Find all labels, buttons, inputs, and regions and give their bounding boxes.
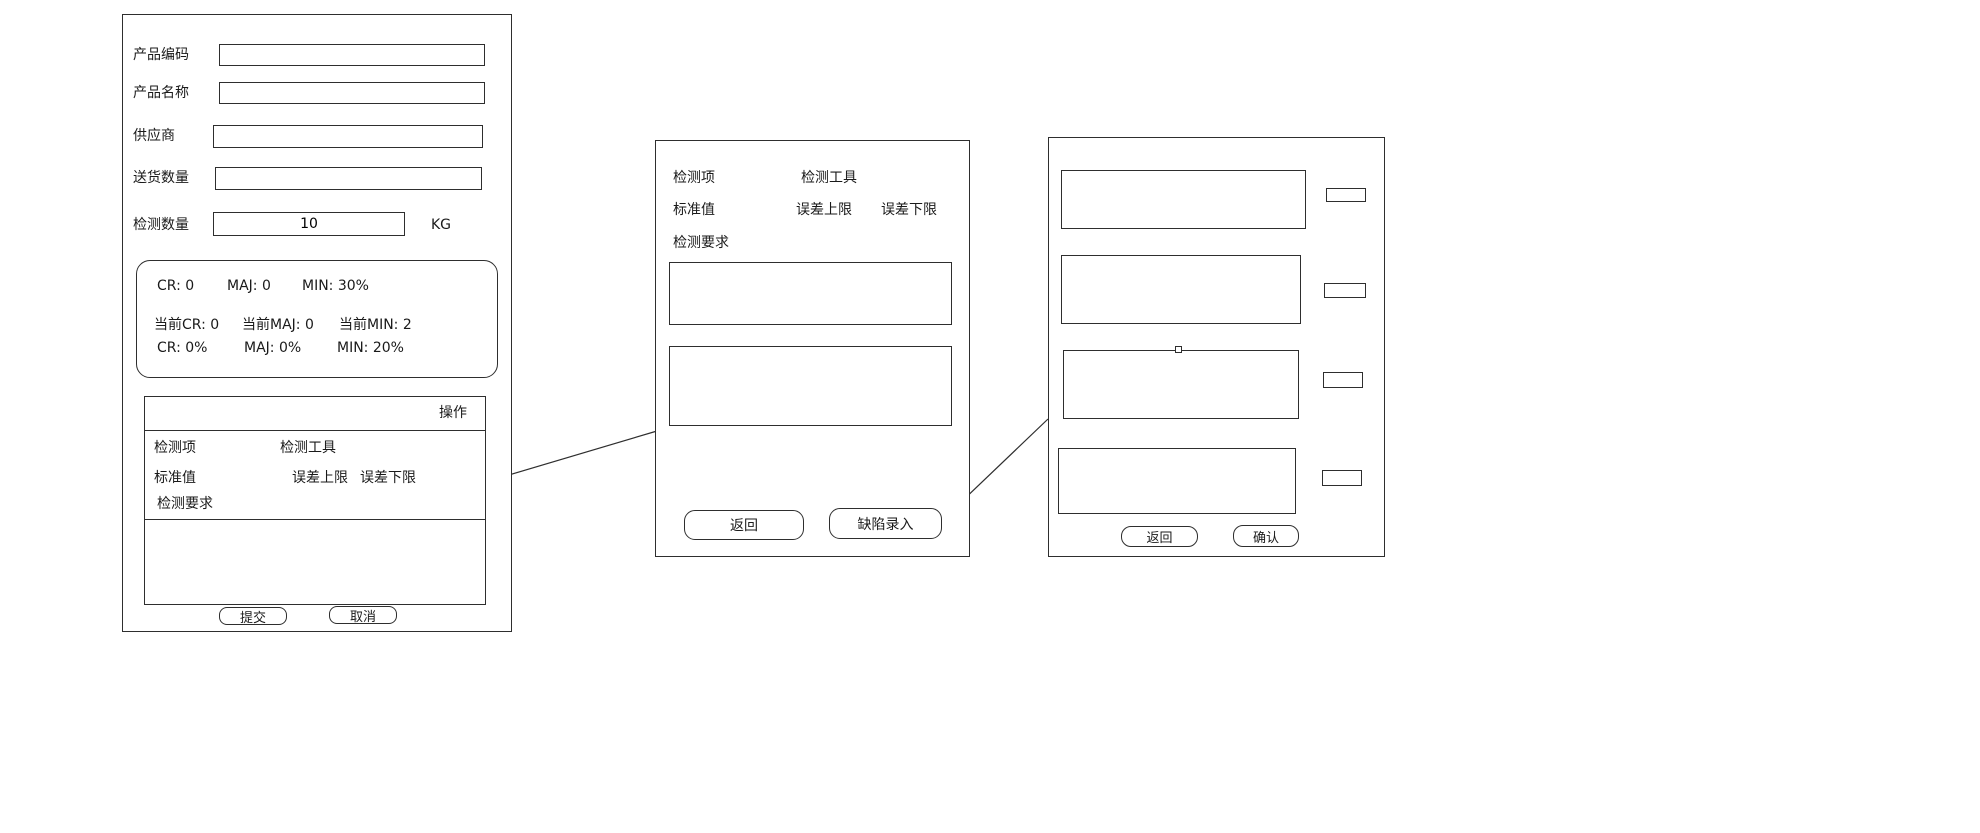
table-requirement-divider [145,519,485,520]
inspection-detail-panel: 检测项 检测工具 标准值 误差上限 误差下限 检测要求 返回 缺陷录入 [655,140,970,557]
detail-tool-label: 检测工具 [801,170,857,186]
detail-standard-label: 标准值 [673,202,715,218]
requirement-textarea-1[interactable] [669,262,952,325]
stat-maj: MAJ: 0 [227,278,271,294]
selection-handle [1175,346,1182,353]
product-name-label: 产品名称 [133,85,189,101]
stat-cur-cr: 当前CR: 0 [154,317,220,333]
product-code-label: 产品编码 [133,47,189,63]
cancel-button[interactable]: 取消 [329,606,397,625]
delivery-qty-input[interactable] [215,167,482,190]
supplier-input[interactable] [213,125,483,148]
table-lower-limit-label: 误差下限 [360,470,416,486]
table-action-header: 操作 [439,405,467,421]
table-standard-label: 标准值 [154,470,196,486]
stat-min: MIN: 30% [302,278,369,294]
stat-maj-pct: MAJ: 0% [244,340,302,356]
side-button-3[interactable] [1323,372,1363,388]
detail-item-label: 检测项 [673,170,715,186]
stat-cr: CR: 0 [157,278,195,294]
defect-textarea-2[interactable] [1061,255,1301,324]
detail-lower-limit-label: 误差下限 [881,202,937,218]
inspect-qty-input[interactable] [213,212,405,236]
inspect-qty-label: 检测数量 [133,217,189,233]
back-button[interactable]: 返回 [1121,526,1198,547]
stat-min-pct: MIN: 20% [337,340,404,356]
defect-textarea-3[interactable] [1063,350,1299,419]
defect-textarea-4[interactable] [1058,448,1296,514]
table-upper-limit-label: 误差上限 [292,470,348,486]
submit-button[interactable]: 提交 [219,607,287,626]
side-button-4[interactable] [1322,470,1362,486]
stat-cur-min: 当前MIN: 2 [339,317,412,333]
delivery-qty-label: 送货数量 [133,170,189,186]
table-requirement-label: 检测要求 [157,496,213,512]
inspect-qty-unit: KG [431,217,452,233]
product-code-input[interactable] [219,44,485,66]
confirm-button[interactable]: 确认 [1233,525,1299,547]
product-form-panel: 产品编码 产品名称 供应商 送货数量 检测数量 KG CR: 0 MAJ: 0 … [122,14,512,632]
side-button-1[interactable] [1326,188,1366,202]
requirement-textarea-2[interactable] [669,346,952,426]
inspection-stats-box: CR: 0 MAJ: 0 MIN: 30% 当前CR: 0 当前MAJ: 0 当… [136,260,498,378]
table-item-label: 检测项 [154,440,196,456]
back-button[interactable]: 返回 [684,510,804,540]
table-tool-label: 检测工具 [280,440,336,456]
stat-cur-maj: 当前MAJ: 0 [242,317,314,333]
supplier-label: 供应商 [133,128,175,144]
detail-requirement-label: 检测要求 [673,235,729,251]
defect-entry-panel: 返回 确认 [1048,137,1385,557]
table-header-divider [145,430,485,431]
product-name-input[interactable] [219,82,485,104]
detail-upper-limit-label: 误差上限 [796,202,852,218]
stat-cr-pct: CR: 0% [157,340,208,356]
inspection-items-table: 操作 检测项 检测工具 标准值 误差上限 误差下限 检测要求 [144,396,486,605]
defect-textarea-1[interactable] [1061,170,1306,229]
side-button-2[interactable] [1324,283,1366,298]
defect-entry-button[interactable]: 缺陷录入 [829,508,942,539]
